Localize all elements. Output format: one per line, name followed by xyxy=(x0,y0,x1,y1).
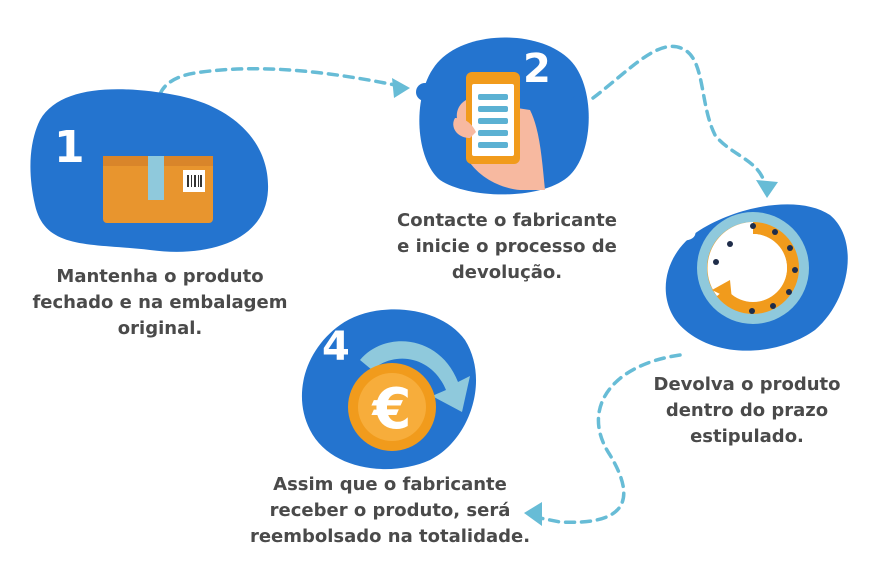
step-1-caption-line-2: fechado e na embalagem xyxy=(32,292,288,313)
step-1-caption: Mantenha o produto fechado e na embalage… xyxy=(20,264,300,342)
connector-2-to-3 xyxy=(591,44,767,187)
arrowhead-to-step-3 xyxy=(756,180,778,198)
step-3-caption-line-2: dentro do prazo xyxy=(665,400,829,421)
step-4-caption-line-1: Assim que o fabricante xyxy=(273,474,507,495)
connector-arrowheads xyxy=(392,78,778,526)
step-2-number: 2 xyxy=(523,46,551,92)
step-3-caption-line-3: estipulado. xyxy=(690,426,804,447)
step-4-number: 4 xyxy=(322,324,350,370)
step-3-caption: Devolva o produto dentro do prazo estipu… xyxy=(630,372,864,450)
step-2-blob-dot-left xyxy=(416,83,434,101)
step-2-caption-line-1: Contacte o fabricante xyxy=(397,210,617,231)
step-2-blob-dot-right xyxy=(571,96,583,108)
step-1-caption-line-3: original. xyxy=(117,318,203,339)
clock-icon xyxy=(697,212,809,324)
step-1: 1 xyxy=(30,89,269,252)
step-1-number: 1 xyxy=(54,122,85,173)
phone-in-hand-icon xyxy=(453,72,545,190)
step-4-caption-line-3: reembolsado na totalidade. xyxy=(249,526,531,547)
step-3: 3 xyxy=(665,204,848,351)
step-4-caption: Assim que o fabricante receber o produto… xyxy=(240,472,540,550)
arrowhead-to-step-4 xyxy=(524,502,542,526)
arrowhead-to-step-2 xyxy=(392,78,410,98)
step-4-caption-line-2: receber o produto, será xyxy=(269,500,511,521)
connector-3-to-4 xyxy=(538,353,682,525)
step-2-caption-line-3: devolução. xyxy=(451,262,563,283)
step-1-caption-line-1: Mantenha o produto xyxy=(56,266,264,287)
euro-coin-icon: € xyxy=(348,341,470,451)
euro-sign: € xyxy=(371,377,412,442)
step-4: 4 € xyxy=(301,309,477,470)
box-icon xyxy=(103,156,213,223)
step-2-caption: Contacte o fabricante e inicie o process… xyxy=(372,208,642,286)
step-2-caption-line-2: e inicie o processo de xyxy=(397,236,617,257)
step-3-caption-line-1: Devolva o produto xyxy=(653,374,841,395)
step-3-number: 3 xyxy=(671,204,699,250)
step-2: 2 xyxy=(416,37,589,195)
